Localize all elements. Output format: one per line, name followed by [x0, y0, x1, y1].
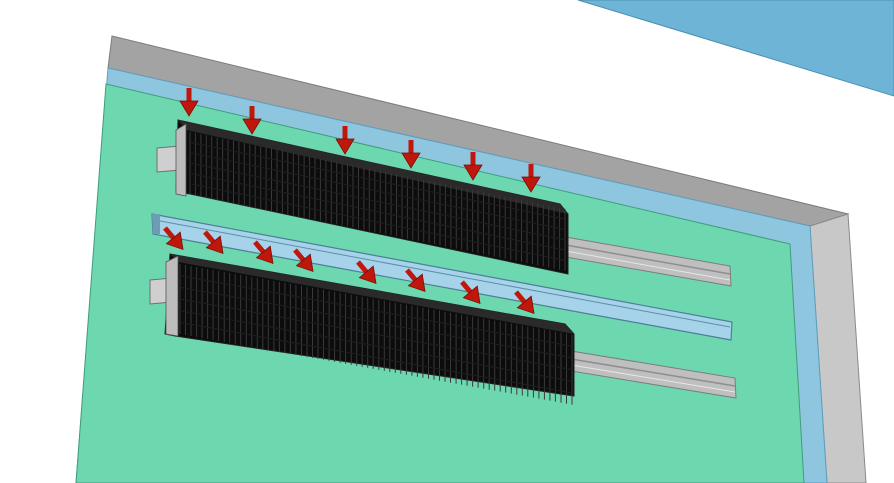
wire-duct [151, 213, 733, 341]
diagonal-arrow-icon [514, 290, 535, 315]
down-arrow-icon [521, 164, 541, 193]
terminal-block-row-lower [149, 253, 575, 405]
diagonal-arrow-icon [356, 260, 377, 285]
terminal-stripe [179, 298, 573, 371]
diagonal-arrow-icon [293, 248, 314, 273]
arrow-group-lower [163, 226, 535, 315]
diagonal-arrow-icon [203, 230, 224, 255]
terminal-stripe [189, 162, 566, 241]
terminal-stripe [189, 172, 566, 251]
sky-panel [577, 0, 894, 97]
arrow-group-upper [179, 88, 541, 193]
diagonal-arrow-icon [253, 240, 274, 265]
terminal-stripe [189, 152, 566, 231]
diagonal-arrow-icon [405, 268, 426, 293]
terminal-block-row-upper [156, 119, 569, 275]
diagonal-arrow-icon [163, 226, 184, 251]
terminal-stripe [189, 183, 566, 262]
down-arrow-icon [179, 88, 199, 117]
terminal-stripe [179, 321, 573, 394]
down-arrow-icon [463, 152, 483, 181]
diagonal-arrow-icon [460, 280, 481, 305]
terminal-stripe [179, 310, 573, 382]
down-arrow-icon [401, 140, 421, 169]
terminal-stripe [179, 286, 573, 359]
terminal-stripe [179, 275, 573, 347]
terminal-stripe [189, 141, 566, 220]
down-arrow-icon [242, 106, 262, 135]
down-arrow-icon [335, 126, 355, 155]
